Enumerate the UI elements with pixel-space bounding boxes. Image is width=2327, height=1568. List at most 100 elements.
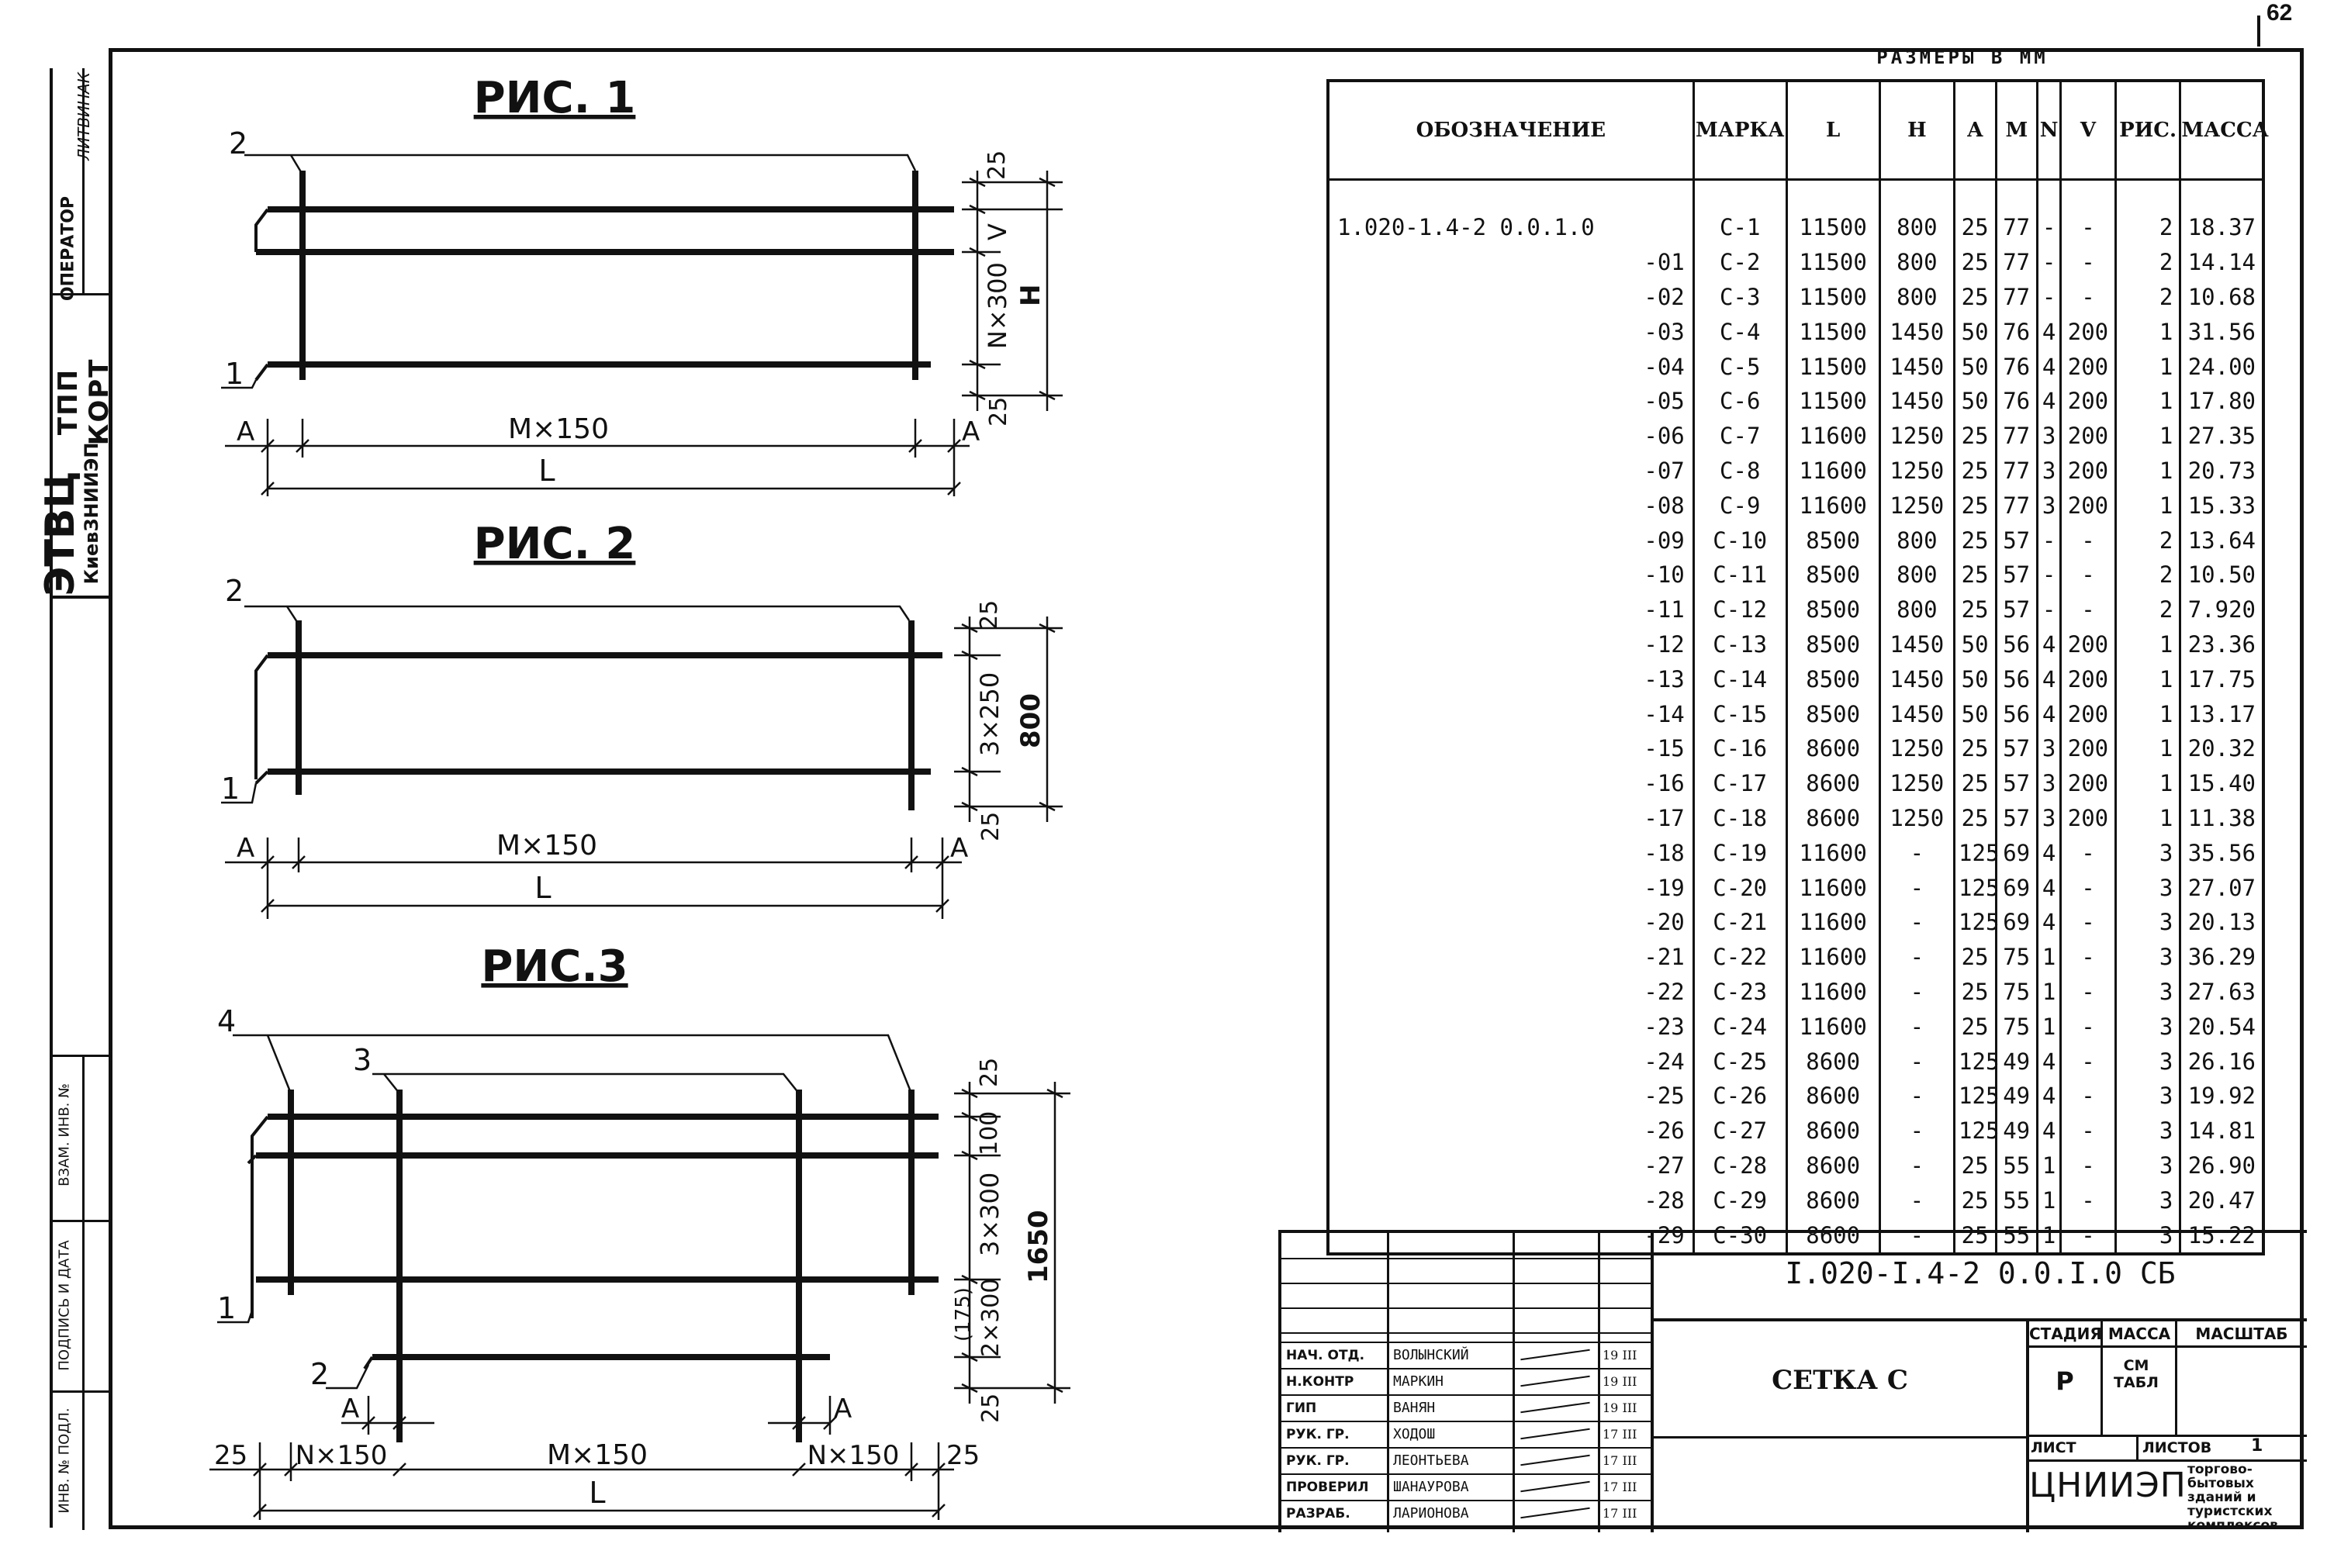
figure-2-callout-1: 1 bbox=[221, 772, 240, 806]
cell-mark: C-15 bbox=[1692, 696, 1787, 731]
cell-fig: 1 bbox=[2114, 661, 2180, 697]
cell-m: 76 bbox=[1994, 383, 2038, 419]
table-header-row: ОБОЗНАЧЕНИЕ МАРКА L H A M N V РИС. МАССА bbox=[1326, 79, 2269, 181]
cell-v: - bbox=[2059, 523, 2116, 558]
cell-designation: 1.020-1.4-2 0.0.1.0 bbox=[1337, 214, 1595, 241]
cell-l: 8600 bbox=[1785, 765, 1880, 801]
cell-designation: -03 bbox=[1644, 318, 1685, 345]
cell-a: 50 bbox=[1953, 661, 1997, 697]
cell-a: 25 bbox=[1953, 730, 1997, 766]
scale-label: МАСШТАБ bbox=[2195, 1325, 2288, 1343]
figure-3-callout-3: 3 bbox=[353, 1043, 372, 1077]
figure-2-dim-3x250: 3×250 bbox=[975, 672, 1004, 756]
cell-mass: 27.07 bbox=[2179, 870, 2263, 905]
cell-mark: C-18 bbox=[1692, 800, 1787, 836]
cell-mass: 24.00 bbox=[2179, 349, 2263, 384]
cell-mass: 11.38 bbox=[2179, 800, 2263, 836]
stamp-operator-box: ОПЕРАТОР ЛИТВИНАК bbox=[53, 68, 112, 301]
cell-h: 800 bbox=[1878, 279, 1955, 315]
cell-mass: 15.33 bbox=[2179, 488, 2263, 523]
cell-fig: 2 bbox=[2114, 179, 2180, 245]
cell-v: - bbox=[2059, 179, 2116, 245]
cell-fig: 3 bbox=[2114, 1183, 2180, 1218]
figures-drawing: РИС. 1 2 1 bbox=[209, 73, 1070, 1520]
cell-mark: C-20 bbox=[1692, 870, 1787, 905]
cell-mass: 20.73 bbox=[2179, 453, 2263, 489]
cell-fig: 1 bbox=[2114, 765, 2180, 801]
cell-mark: C-19 bbox=[1692, 835, 1787, 871]
col-header-mark: МАРКА bbox=[1692, 79, 1788, 181]
cell-mark: C-3 bbox=[1692, 279, 1787, 315]
cell-a: 25 bbox=[1953, 939, 1997, 975]
signature-date: 19 III bbox=[1603, 1400, 1637, 1415]
col-header-mass: МАССА bbox=[2179, 79, 2269, 181]
cell-mass: 13.17 bbox=[2179, 696, 2263, 731]
signature-date: 19 III bbox=[1603, 1374, 1637, 1389]
cell-designation: -09 bbox=[1644, 527, 1685, 554]
figure-3-dim-a-left: A bbox=[341, 1394, 359, 1425]
figure-3-dim-25-bottom: 25 bbox=[977, 1394, 1004, 1423]
figure-2-dim-a-left: A bbox=[237, 833, 254, 864]
cell-a: 25 bbox=[1953, 557, 1997, 592]
table-group-header: РАЗМЕРЫ В ММ bbox=[1876, 47, 2049, 68]
cell-designation: -27 bbox=[1644, 1152, 1685, 1179]
cell-fig: 3 bbox=[2114, 1217, 2180, 1254]
sheets-label: ЛИСТОВ bbox=[2142, 1439, 2212, 1456]
cell-n: 3 bbox=[2036, 765, 2061, 801]
cell-v: - bbox=[2059, 1009, 2116, 1045]
cell-m: 57 bbox=[1994, 800, 2038, 836]
cell-mass: 26.90 bbox=[2179, 1148, 2263, 1183]
cell-v: - bbox=[2059, 904, 2116, 940]
signature-role: РУК. ГР. bbox=[1286, 1453, 1350, 1469]
cell-fig: 3 bbox=[2114, 870, 2180, 905]
figure-1-dim-a-left: A bbox=[237, 416, 254, 447]
cell-a: 25 bbox=[1953, 1009, 1997, 1045]
figure-3-callout-1: 1 bbox=[217, 1291, 236, 1325]
cell-l: 8500 bbox=[1785, 627, 1880, 662]
cell-h: 1450 bbox=[1878, 349, 1955, 384]
sheet-number-mark: 62 bbox=[2266, 0, 2293, 26]
cell-a: 125 bbox=[1953, 870, 1999, 905]
signature-mark bbox=[1520, 1454, 1590, 1466]
cell-h: 1250 bbox=[1878, 488, 1955, 523]
cell-m: 75 bbox=[1994, 974, 2038, 1010]
cell-m: 57 bbox=[1994, 557, 2038, 592]
figure-2-dim-bottom: 25 bbox=[977, 812, 1004, 841]
cell-m: 55 bbox=[1994, 1183, 2038, 1218]
figure-2-dim-a-right: A bbox=[950, 833, 968, 864]
cell-m: 57 bbox=[1994, 592, 2038, 627]
cell-a: 25 bbox=[1953, 1148, 1997, 1183]
cell-designation: -10 bbox=[1644, 561, 1685, 589]
figure-2-dim-mx150: M×150 bbox=[496, 830, 597, 862]
cell-l: 11600 bbox=[1785, 418, 1880, 454]
figure-3-callout-4: 4 bbox=[217, 1004, 236, 1038]
cell-l: 8600 bbox=[1785, 1113, 1880, 1148]
col-header-a: A bbox=[1953, 79, 1997, 181]
cell-fig: 1 bbox=[2114, 453, 2180, 489]
cell-a: 25 bbox=[1953, 800, 1997, 836]
cell-h: 800 bbox=[1878, 557, 1955, 592]
cell-h: - bbox=[1878, 1078, 1955, 1114]
cell-designation: -23 bbox=[1644, 1013, 1685, 1040]
cell-l: 11500 bbox=[1785, 179, 1880, 245]
signature-role: РУК. ГР. bbox=[1286, 1427, 1350, 1442]
figure-3: РИС.3 4 3 1 2 bbox=[209, 941, 1070, 1520]
cell-mass: 31.56 bbox=[2179, 314, 2263, 350]
figure-3-dim-2x300: 2×300 bbox=[977, 1279, 1004, 1357]
signature-role: Н.КОНТР bbox=[1286, 1374, 1354, 1390]
cell-h: 1450 bbox=[1878, 383, 1955, 419]
cell-n: - bbox=[2036, 179, 2061, 245]
cell-designation: -15 bbox=[1644, 735, 1685, 762]
cell-n: 1 bbox=[2036, 974, 2061, 1010]
cell-m: 49 bbox=[1994, 1113, 2038, 1148]
